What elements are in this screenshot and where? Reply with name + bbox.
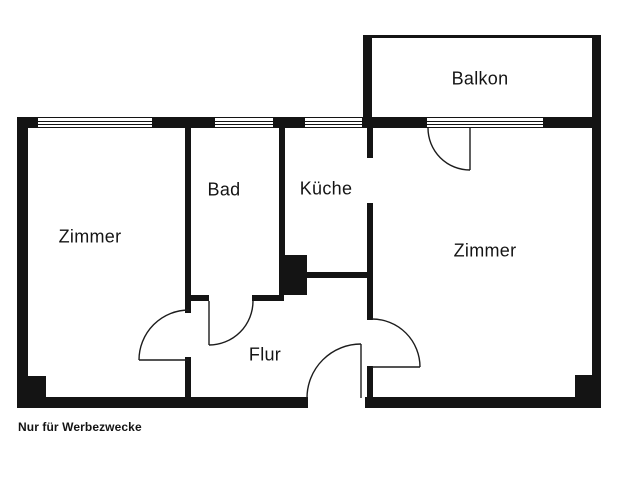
wall-top-seg3 [273, 117, 305, 128]
window-pane [38, 120, 152, 126]
door-arc-zimmer-left [138, 309, 190, 361]
balcony-top-edge [363, 35, 601, 38]
wall-zimmerleft-flur-lower [185, 357, 191, 397]
wall-bottom-right-segment [365, 397, 601, 408]
wall-bottom-left-segment [17, 397, 308, 408]
wall-bad-bottom-right [252, 295, 284, 301]
wall-top-seg5 [543, 117, 601, 128]
door-arc-balcony [427, 127, 471, 171]
window-balcony-door-band [427, 117, 543, 128]
window-bad [215, 117, 273, 128]
room-label-bad: Bad [207, 179, 241, 200]
wall-left [17, 117, 28, 408]
window-pane [305, 120, 362, 126]
window-pane [427, 120, 543, 126]
wall-zimmerleft-bad-flur-upper [185, 128, 191, 313]
disclaimer-text: Nur für Werbezwecke [18, 420, 142, 434]
wall-top-seg2 [152, 117, 215, 128]
balcony-wall-left [363, 35, 372, 117]
room-label-balkon: Balkon [451, 68, 509, 89]
window-pane [215, 120, 273, 126]
shaft-block [279, 255, 307, 295]
wall-top-seg1 [17, 117, 38, 128]
room-label-zimmer-left: Zimmer [58, 226, 122, 247]
room-label-zimmer-right: Zimmer [453, 240, 517, 261]
wall-top-seg4 [362, 117, 427, 128]
wall-right [592, 35, 601, 408]
corner-block-bottom-left [17, 376, 46, 408]
wall-kueche-zimmerright-upper [367, 128, 373, 158]
door-arc-zimmer-right [371, 318, 421, 368]
corner-block-bottom-right [575, 375, 601, 408]
wall-flur-zimmerright-lower [367, 366, 373, 397]
door-arc-bad [208, 300, 254, 346]
wall-bad-bottom-left [185, 295, 209, 301]
room-label-flur: Flur [248, 344, 282, 365]
wall-kueche-bottom [307, 272, 373, 278]
window-zimmer-left [38, 117, 152, 128]
wall-bad-kueche [279, 128, 285, 255]
window-kueche [305, 117, 362, 128]
room-label-kueche: Küche [299, 178, 353, 199]
door-arc-entrance [306, 343, 362, 399]
wall-kueche-flur-zimmerright-mid [367, 203, 373, 320]
